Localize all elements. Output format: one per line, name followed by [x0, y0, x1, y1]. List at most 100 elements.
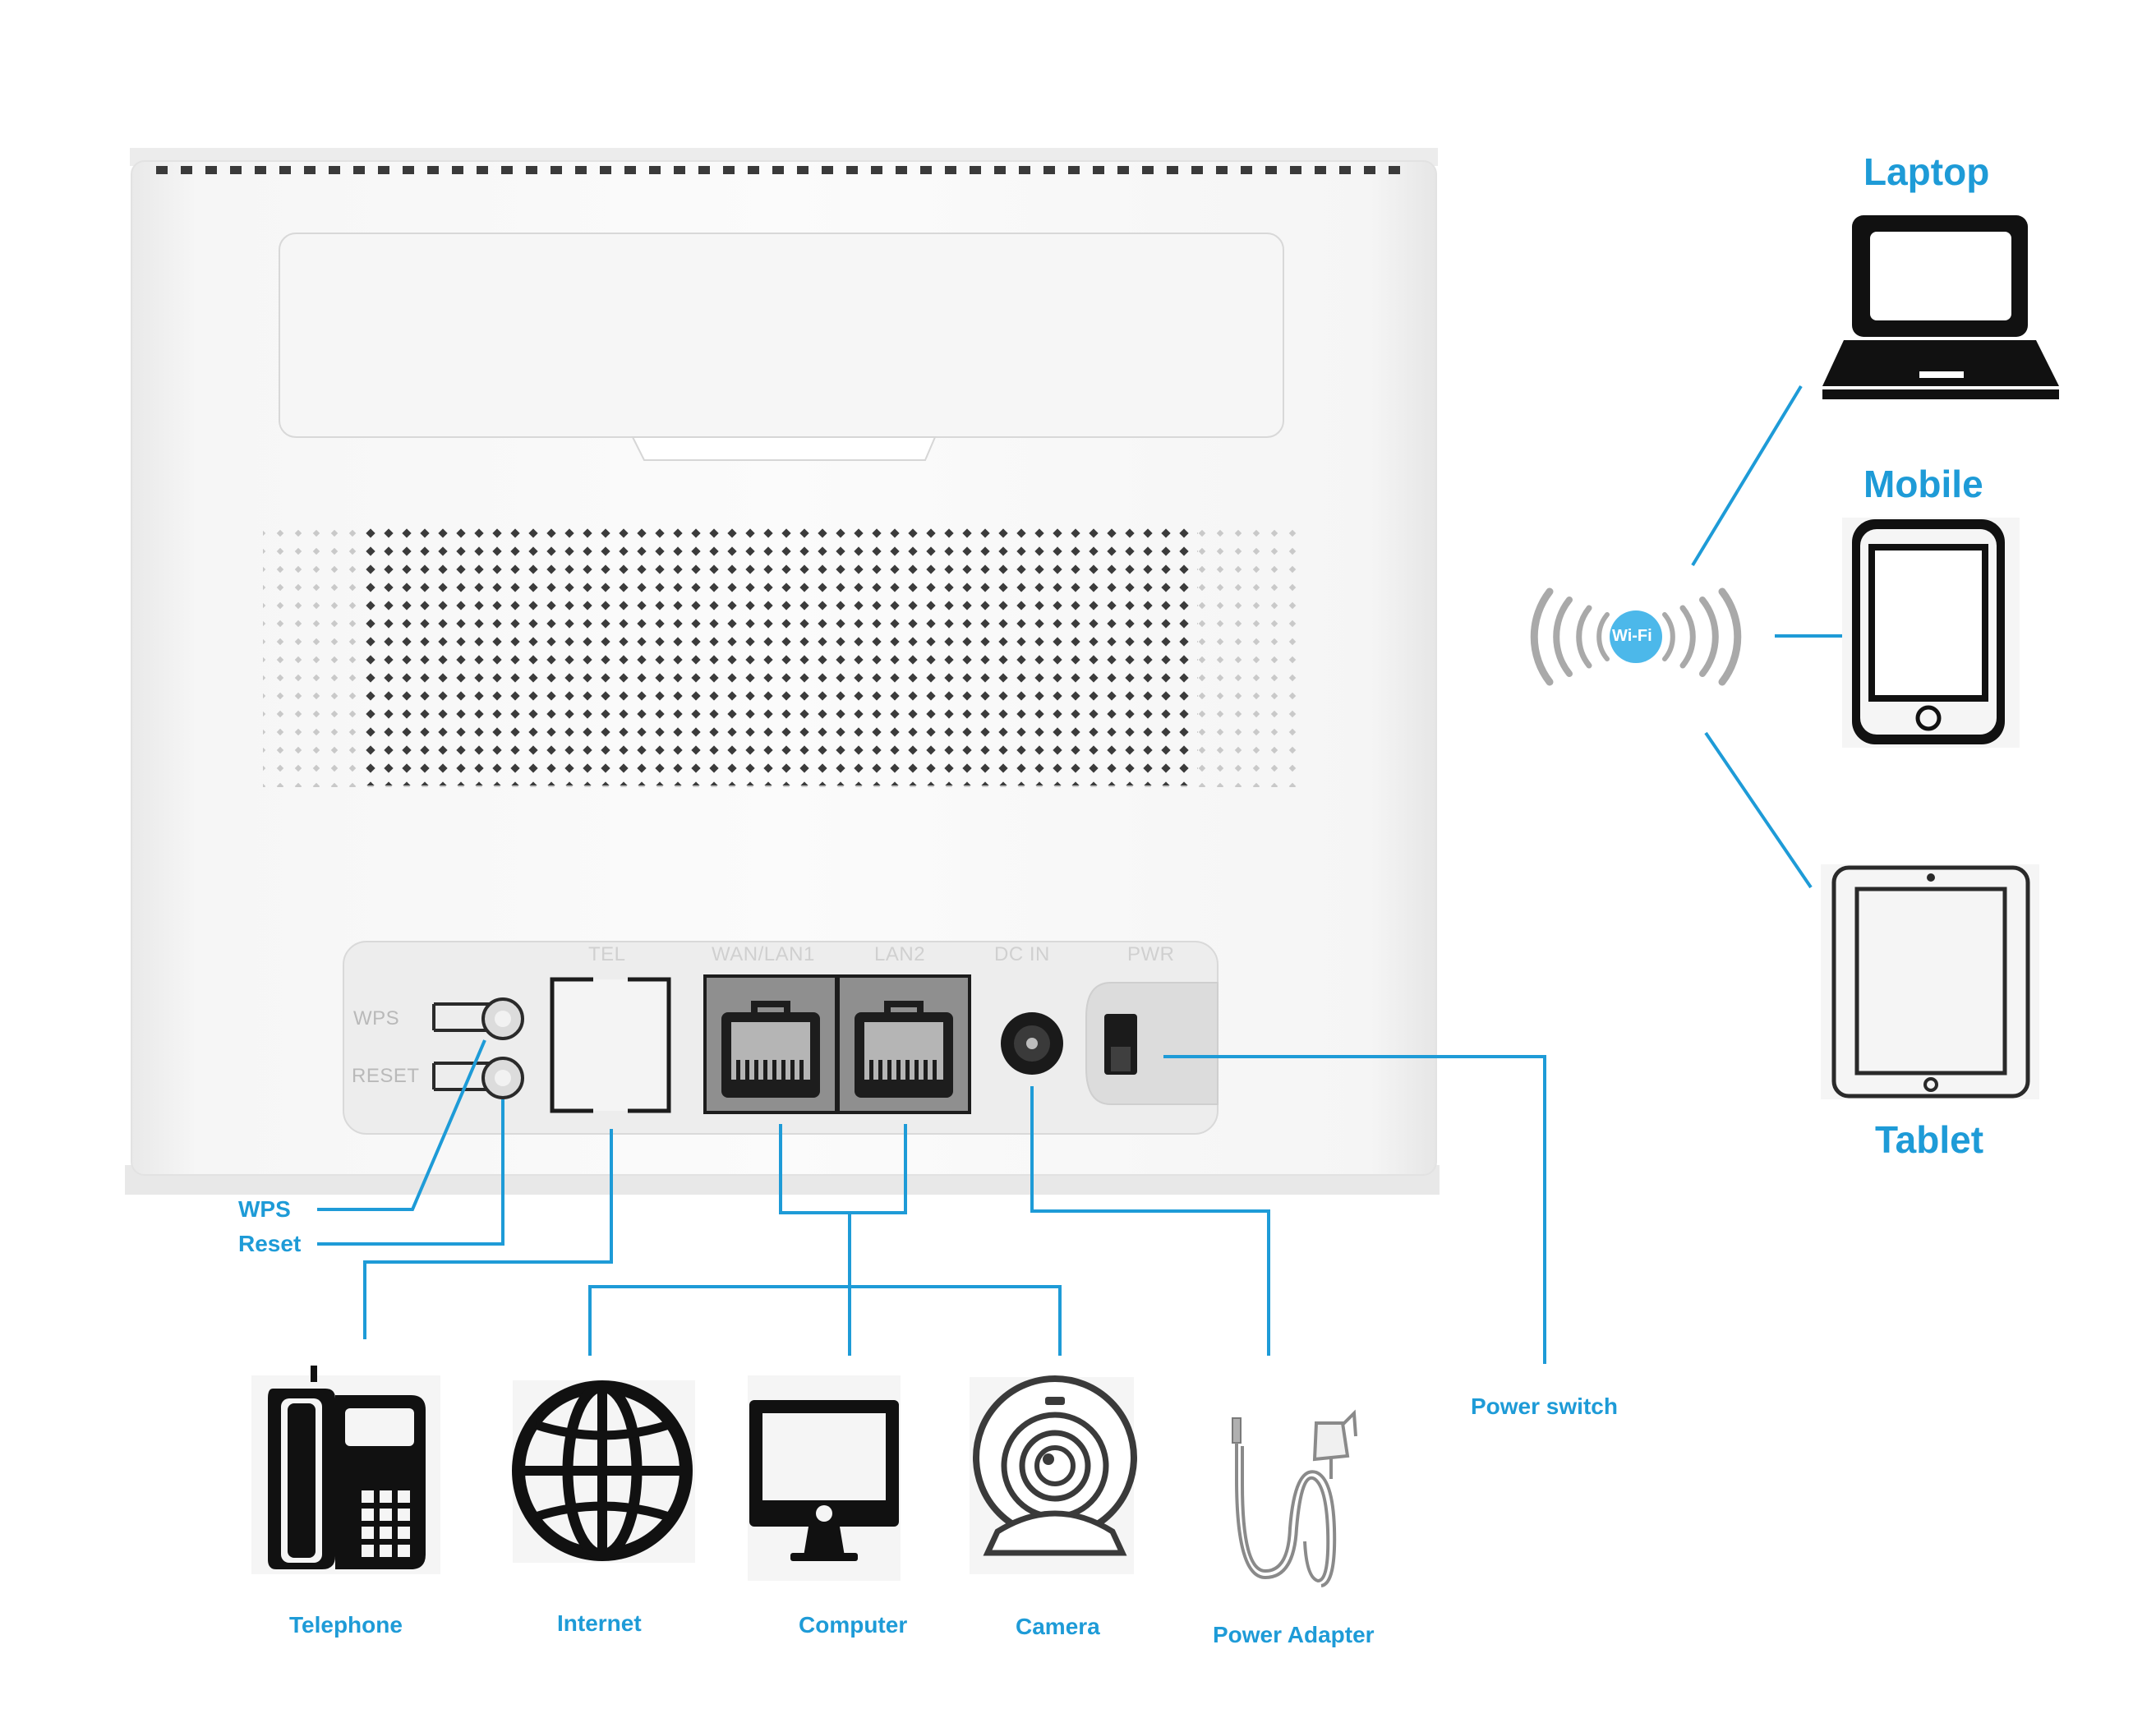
vent-slot — [822, 166, 833, 174]
tablet-icon — [1821, 864, 2039, 1099]
keypad-key — [380, 1509, 392, 1521]
vent-slot — [551, 166, 562, 174]
wps-connector — [317, 1039, 486, 1211]
keypad-key — [398, 1527, 410, 1539]
lan-connector — [779, 1124, 907, 1214]
vent-slot — [1315, 166, 1326, 174]
vent-slot — [698, 166, 710, 174]
vent-slot — [353, 166, 365, 174]
rj-pin — [799, 1060, 804, 1080]
rj-pin — [924, 1060, 928, 1080]
vent-slot — [156, 166, 168, 174]
keypad-key — [362, 1509, 374, 1521]
lan2-port-label: LAN2 — [874, 943, 926, 965]
reset-callout-label: Reset — [238, 1231, 302, 1256]
computer-icon — [748, 1375, 901, 1581]
vent-slot — [1167, 166, 1178, 174]
telephone-icon — [251, 1366, 440, 1574]
tablet-link — [1704, 731, 1813, 889]
keypad-key — [380, 1490, 392, 1503]
vent-slot — [1019, 166, 1030, 174]
keypad-key — [362, 1490, 374, 1503]
vent-slot — [1364, 166, 1375, 174]
vent-slot — [575, 166, 587, 174]
vent-slot — [279, 166, 291, 174]
telephone-label: Telephone — [289, 1612, 403, 1638]
vent-slot — [1290, 166, 1301, 174]
label-recess — [279, 233, 1284, 438]
rj-pin — [869, 1060, 873, 1080]
dc-connector — [1030, 1086, 1270, 1356]
vent-slot — [896, 166, 907, 174]
power-adapter-label: Power Adapter — [1213, 1622, 1375, 1647]
vent-slot — [1339, 166, 1351, 174]
mobile-icon — [1842, 518, 2020, 748]
vent-slot — [501, 166, 513, 174]
wps-callout-label: WPS — [238, 1196, 291, 1222]
vent-slot — [1043, 166, 1055, 174]
wan-lan1-pins — [736, 1060, 804, 1080]
vent-slot — [1265, 166, 1277, 174]
laptop-icon — [1822, 215, 2059, 399]
keypad-key — [398, 1490, 410, 1503]
keypad-key — [380, 1545, 392, 1557]
keypad-key — [380, 1527, 392, 1539]
vent-slot — [920, 166, 932, 174]
vent-slot — [329, 166, 340, 174]
vent-slot — [797, 166, 808, 174]
vent-slot — [624, 166, 636, 174]
keypad-key — [398, 1545, 410, 1557]
vent-slot — [1389, 166, 1400, 174]
wifi-signal-icon — [1530, 587, 1742, 686]
power-switch-label: Power switch — [1471, 1393, 1618, 1419]
laptop-label: Laptop — [1863, 150, 1990, 193]
vent-slot — [230, 166, 242, 174]
rj-pin — [790, 1060, 795, 1080]
power-switch — [1085, 982, 1219, 1105]
vent-slot — [748, 166, 759, 174]
vent-slot — [427, 166, 439, 174]
rj-pin — [781, 1060, 785, 1080]
laptop-link — [1691, 385, 1803, 567]
wps-port-label: WPS — [353, 1007, 400, 1030]
vent-slot — [1142, 166, 1154, 174]
router-device — [125, 148, 1440, 1195]
rj-pin — [914, 1060, 919, 1080]
pwr-port-label: PWR — [1127, 943, 1175, 965]
dc-in-port-label: DC IN — [994, 943, 1050, 965]
telephone-keypad — [362, 1490, 410, 1557]
internet-camera-bar — [588, 1285, 1062, 1356]
camera-icon — [970, 1375, 1137, 1574]
wps-button — [432, 997, 524, 1040]
vent-slot — [970, 166, 981, 174]
vent-slot — [477, 166, 488, 174]
vent-slot — [846, 166, 858, 174]
rj-pin — [745, 1060, 749, 1080]
reset-button — [432, 1057, 524, 1099]
vent-slot — [1191, 166, 1203, 174]
rj-pin — [905, 1060, 910, 1080]
vent-slot — [1093, 166, 1104, 174]
wan-lan1-port-label: WAN/LAN1 — [712, 943, 815, 965]
vent-slot — [723, 166, 735, 174]
vent-slot — [1216, 166, 1228, 174]
top-vent-slots — [156, 166, 1400, 174]
vent-slot — [452, 166, 463, 174]
tel-port-label: TEL — [588, 943, 626, 965]
mobile-label: Mobile — [1863, 463, 1983, 505]
vent-slot — [378, 166, 389, 174]
vent-slot — [526, 166, 537, 174]
power-adapter-icon — [1232, 1409, 1357, 1587]
wifi-badge-label: Wi-Fi — [1612, 627, 1652, 645]
camera-label: Camera — [1016, 1614, 1100, 1639]
lan2-pins — [869, 1060, 937, 1080]
vent-slot — [205, 166, 217, 174]
reset-connector — [317, 1099, 504, 1246]
connector-lines — [317, 385, 1844, 1364]
vent-slot — [1068, 166, 1080, 174]
rj-pin — [887, 1060, 891, 1080]
dc-in-jack — [1001, 1012, 1063, 1075]
vent-slot — [871, 166, 882, 174]
